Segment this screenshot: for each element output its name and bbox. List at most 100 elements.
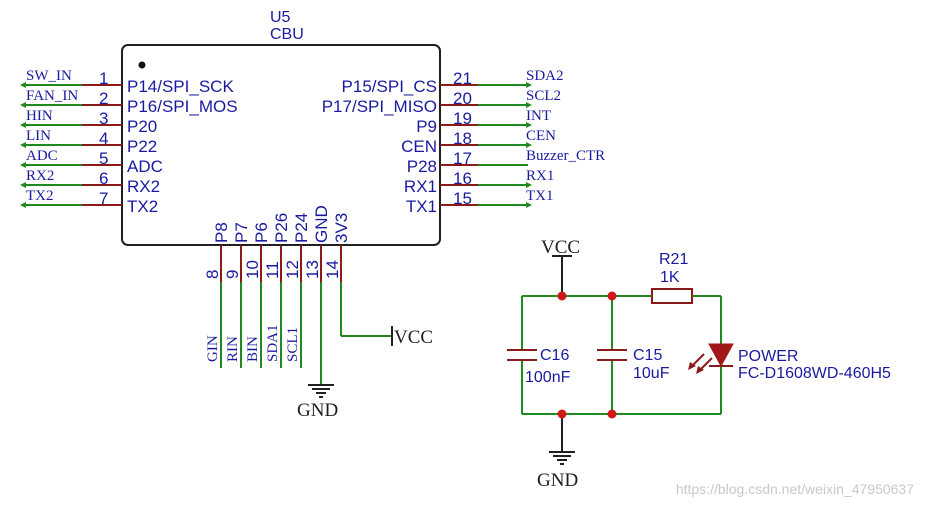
left-pin: RX2 6 RX2 <box>20 168 160 196</box>
pin-number: 21 <box>453 69 472 88</box>
pin-number: 11 <box>263 261 282 279</box>
pin-number: 3 <box>99 109 108 128</box>
bottom-pins: P8 P7 P6 P26 P24 GND 3V3 8 9 10 11 12 13… <box>203 205 392 385</box>
led-ref: POWER <box>738 348 798 365</box>
gnd-symbol-chip: GND <box>297 384 338 421</box>
pin-name: RX1 <box>404 177 437 196</box>
net-label: TX1 <box>526 188 554 204</box>
net-label: RIN <box>225 336 241 362</box>
net-label: GIN <box>205 335 221 362</box>
pin-name: GND <box>312 205 331 243</box>
net-label: Buzzer_CTR <box>526 148 605 164</box>
net-label: SDA2 <box>526 68 564 84</box>
right-pin: SCL2 20 P17/SPI_MISO <box>322 88 561 116</box>
led-value: FC-D1608WD-460H5 <box>738 365 891 382</box>
net-label: TX2 <box>26 188 54 204</box>
net-label: FAN_IN <box>26 88 78 104</box>
pin-name: TX1 <box>406 197 437 216</box>
right-pin: SDA2 21 P15/SPI_CS <box>342 68 564 96</box>
right-pin: TX1 15 TX1 <box>406 188 554 216</box>
chip-value: CBU <box>270 26 304 43</box>
left-pin: TX2 7 TX2 <box>20 188 158 216</box>
net-label: SCL1 <box>285 327 301 362</box>
pin-number: 4 <box>99 129 108 148</box>
pin-number: 16 <box>453 169 472 188</box>
left-pin: HIN 3 P20 <box>20 108 157 136</box>
capacitor-c16: C16 100nF <box>507 347 571 386</box>
net-label: SCL2 <box>526 88 561 104</box>
pin-name: TX2 <box>127 197 158 216</box>
left-pin: ADC 5 ADC <box>20 148 163 176</box>
gnd-symbol-circuit: GND <box>537 451 578 491</box>
right-pin: Buzzer_CTR 17 P28 <box>407 148 605 176</box>
right-pins: SDA2 21 P15/SPI_CS SCL2 20 P17/SPI_MISO … <box>322 68 605 216</box>
r21-value: 1K <box>660 269 680 286</box>
pin-name: P9 <box>416 117 437 136</box>
pin-name: RX2 <box>127 177 160 196</box>
c16-value: 100nF <box>525 369 571 386</box>
pin-name: 3V3 <box>332 213 351 243</box>
resistor-r21: R21 1K <box>651 251 693 304</box>
junction-dot <box>607 291 617 301</box>
net-label: SW_IN <box>26 68 72 84</box>
pin-name: P28 <box>407 157 437 176</box>
pin-name: ADC <box>127 157 163 176</box>
pin-name: P7 <box>232 222 251 243</box>
junction-dot <box>607 409 617 419</box>
pin-number: 15 <box>453 189 472 208</box>
pin-number: 6 <box>99 169 108 188</box>
pin-number: 14 <box>323 260 342 279</box>
pin-number: 1 <box>99 69 108 88</box>
r21-ref: R21 <box>659 251 688 268</box>
power-led-circuit: VCC C16 100nF <box>507 237 891 491</box>
c16-ref: C16 <box>540 347 569 364</box>
pin-number: 17 <box>453 149 472 168</box>
led-power: POWER FC-D1608WD-460H5 <box>688 343 891 382</box>
pin-name: CEN <box>401 137 437 156</box>
left-pin: FAN_IN 2 P16/SPI_MOS <box>20 88 238 116</box>
vcc-label: VCC <box>394 327 433 348</box>
net-label: BIN <box>245 336 261 362</box>
pin-number: 12 <box>283 260 302 279</box>
junction-dot <box>557 409 567 419</box>
pin-name: P17/SPI_MISO <box>322 97 437 116</box>
net-label: RX1 <box>526 168 554 184</box>
gnd-label: GND <box>297 400 338 421</box>
pin1-marker <box>138 61 146 69</box>
vcc-flag-chip: VCC <box>391 326 433 348</box>
right-pin: CEN 18 CEN <box>401 128 556 156</box>
net-label: ADC <box>26 148 58 164</box>
junction-dot <box>557 291 567 301</box>
gnd-label: GND <box>537 470 578 491</box>
pin-number: 10 <box>243 260 262 279</box>
net-label: RX2 <box>26 168 54 184</box>
pin-number: 20 <box>453 89 472 108</box>
pin-number: 7 <box>99 189 108 208</box>
pin-number: 13 <box>303 260 322 279</box>
left-pins: SW_IN 1 P14/SPI_SCK FAN_IN 2 P16/SPI_MOS… <box>20 68 238 216</box>
pin-number: 5 <box>99 149 108 168</box>
pin-number: 18 <box>453 129 472 148</box>
watermark-text: https://blog.csdn.net/weixin_47950637 <box>676 481 914 497</box>
pin-name: P15/SPI_CS <box>342 77 437 96</box>
pin-number: 19 <box>453 109 472 128</box>
capacitor-c15: C15 10uF <box>597 347 670 382</box>
pin-name: P22 <box>127 137 157 156</box>
net-label: HIN <box>26 108 53 124</box>
pin-number: 8 <box>203 270 222 279</box>
pin-number: 2 <box>99 89 108 108</box>
net-label: LIN <box>26 128 51 144</box>
pin-name: P24 <box>292 213 311 243</box>
c15-ref: C15 <box>633 347 662 364</box>
chip-ref: U5 <box>270 9 291 26</box>
left-pin: LIN 4 P22 <box>20 128 157 156</box>
pin-name: P14/SPI_SCK <box>127 77 234 96</box>
net-label: SDA1 <box>265 324 281 362</box>
pin-name: P20 <box>127 117 157 136</box>
right-pin: RX1 16 RX1 <box>404 168 554 196</box>
pin-name: P6 <box>252 222 271 243</box>
left-pin: SW_IN 1 P14/SPI_SCK <box>20 68 234 96</box>
net-label: INT <box>526 108 551 124</box>
right-pin: INT 19 P9 <box>416 108 551 136</box>
